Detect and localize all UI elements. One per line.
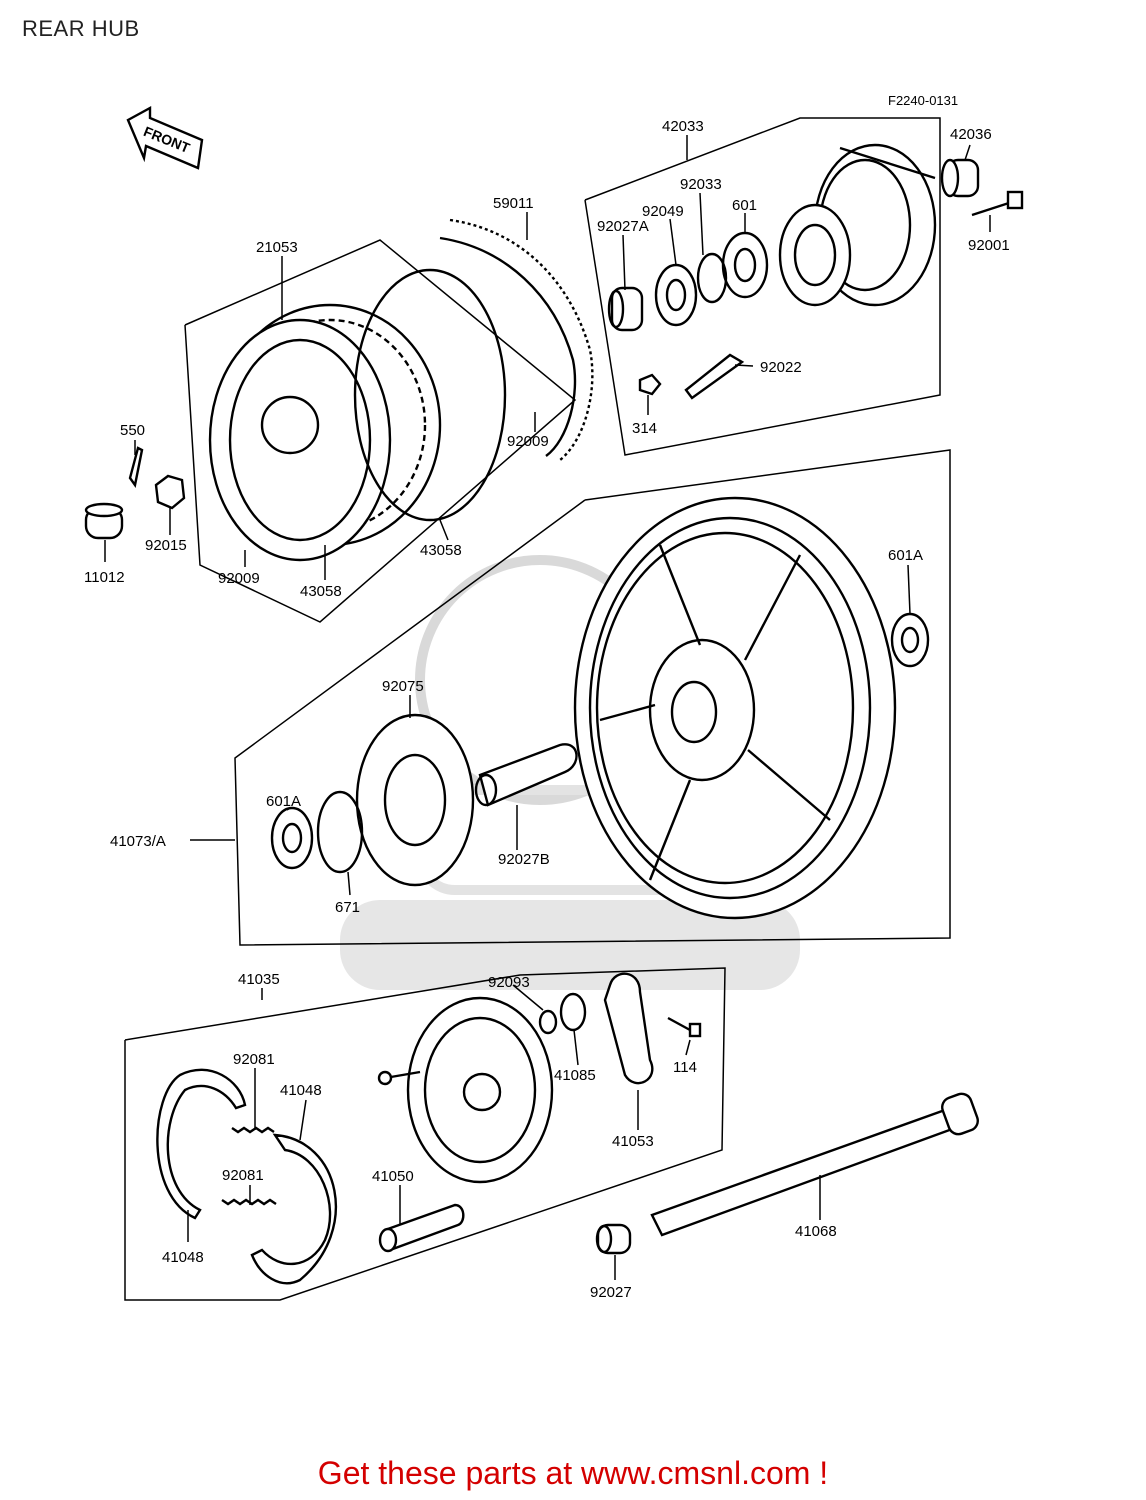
label-92027a: 92027A bbox=[597, 218, 649, 235]
label-41050: 41050 bbox=[372, 1168, 414, 1185]
label-41073a: 41073/A bbox=[110, 833, 166, 850]
bearing-part bbox=[721, 231, 769, 299]
collar-a-part bbox=[607, 286, 644, 332]
label-43058-right: 43058 bbox=[420, 542, 462, 559]
label-41085: 41085 bbox=[554, 1067, 596, 1084]
label-601a-right: 601A bbox=[888, 547, 923, 564]
damper-part bbox=[355, 713, 475, 887]
brake-shoe-top-part bbox=[156, 1068, 247, 1220]
label-41048-top: 41048 bbox=[280, 1082, 322, 1099]
spring-top-part bbox=[231, 1126, 275, 1134]
lever-bolt-part bbox=[667, 1016, 702, 1038]
o-ring-part bbox=[316, 790, 364, 874]
wheel-group-border bbox=[234, 449, 951, 946]
sprocket-part bbox=[208, 303, 442, 562]
label-92081-top: 92081 bbox=[233, 1051, 275, 1068]
label-92049: 92049 bbox=[642, 203, 684, 220]
brake-group-border bbox=[124, 967, 726, 1301]
axle-collar-part bbox=[595, 1223, 632, 1255]
wheel-part bbox=[573, 496, 897, 920]
label-92033: 92033 bbox=[680, 176, 722, 193]
axle-part bbox=[650, 1092, 979, 1237]
label-601: 601 bbox=[732, 197, 757, 214]
plate-part bbox=[684, 353, 745, 400]
label-92009-right: 92009 bbox=[507, 433, 549, 450]
wheel-bearing-right-part bbox=[890, 612, 930, 668]
label-601a-left: 601A bbox=[266, 793, 301, 810]
cam-lever-part bbox=[603, 972, 654, 1085]
page-title: REAR HUB bbox=[22, 16, 140, 41]
brake-cam-part bbox=[378, 1203, 465, 1253]
washer-part bbox=[538, 1009, 558, 1035]
label-42036: 42036 bbox=[950, 126, 992, 143]
label-92081-bottom: 92081 bbox=[222, 1167, 264, 1184]
wheel-bearing-left-part bbox=[270, 806, 314, 870]
label-59011: 59011 bbox=[493, 195, 534, 212]
diagram-code: F2240-0131 bbox=[888, 93, 959, 108]
label-314: 314 bbox=[632, 420, 657, 437]
label-42033: 42033 bbox=[662, 118, 704, 135]
label-92027: 92027 bbox=[590, 1284, 632, 1301]
nut-part bbox=[638, 373, 662, 396]
cotter-pin-part bbox=[128, 446, 144, 488]
label-43058-left: 43058 bbox=[300, 583, 342, 600]
sprocket-group-border bbox=[184, 239, 577, 623]
leader-lines bbox=[104, 135, 991, 1280]
sleeve-part bbox=[474, 743, 578, 807]
label-114: 114 bbox=[673, 1059, 697, 1076]
label-41068: 41068 bbox=[795, 1223, 837, 1240]
label-92093: 92093 bbox=[488, 974, 530, 991]
label-92009-left: 92009 bbox=[218, 570, 260, 587]
hub-group-border bbox=[584, 117, 941, 456]
front-arrow-icon: FRONT bbox=[126, 105, 204, 170]
brake-panel-part bbox=[377, 996, 554, 1184]
seal-part bbox=[559, 992, 587, 1032]
spring-bottom-part bbox=[221, 1198, 277, 1206]
drive-belt-part bbox=[439, 218, 594, 461]
oil-seal-part bbox=[654, 263, 698, 327]
label-550: 550 bbox=[120, 422, 145, 439]
label-41048-bottom: 41048 bbox=[162, 1249, 204, 1266]
label-41035: 41035 bbox=[238, 971, 280, 988]
footer-link-text[interactable]: Get these parts at www.cmsnl.com ! bbox=[317, 1455, 829, 1491]
label-671: 671 bbox=[335, 899, 360, 916]
label-21053: 21053 bbox=[256, 239, 298, 256]
bolt-part bbox=[971, 190, 1024, 217]
label-92001: 92001 bbox=[968, 237, 1010, 254]
damper-ring-part bbox=[353, 268, 507, 522]
brake-shoe-bottom-part bbox=[250, 1133, 337, 1285]
cap-part bbox=[84, 502, 124, 540]
label-92075: 92075 bbox=[382, 678, 424, 695]
label-92015: 92015 bbox=[145, 537, 187, 554]
label-41053: 41053 bbox=[612, 1133, 654, 1150]
part-number-labels: 42033 42036 92033 92049 601 92001 92027A… bbox=[84, 118, 1010, 1301]
axle-nut-part bbox=[154, 474, 186, 510]
collar-part bbox=[940, 158, 980, 198]
label-92022: 92022 bbox=[760, 359, 802, 376]
circlip-part bbox=[696, 252, 728, 304]
label-11012: 11012 bbox=[84, 569, 125, 586]
hub-housing-part bbox=[778, 143, 937, 307]
label-92027b: 92027B bbox=[498, 851, 550, 868]
